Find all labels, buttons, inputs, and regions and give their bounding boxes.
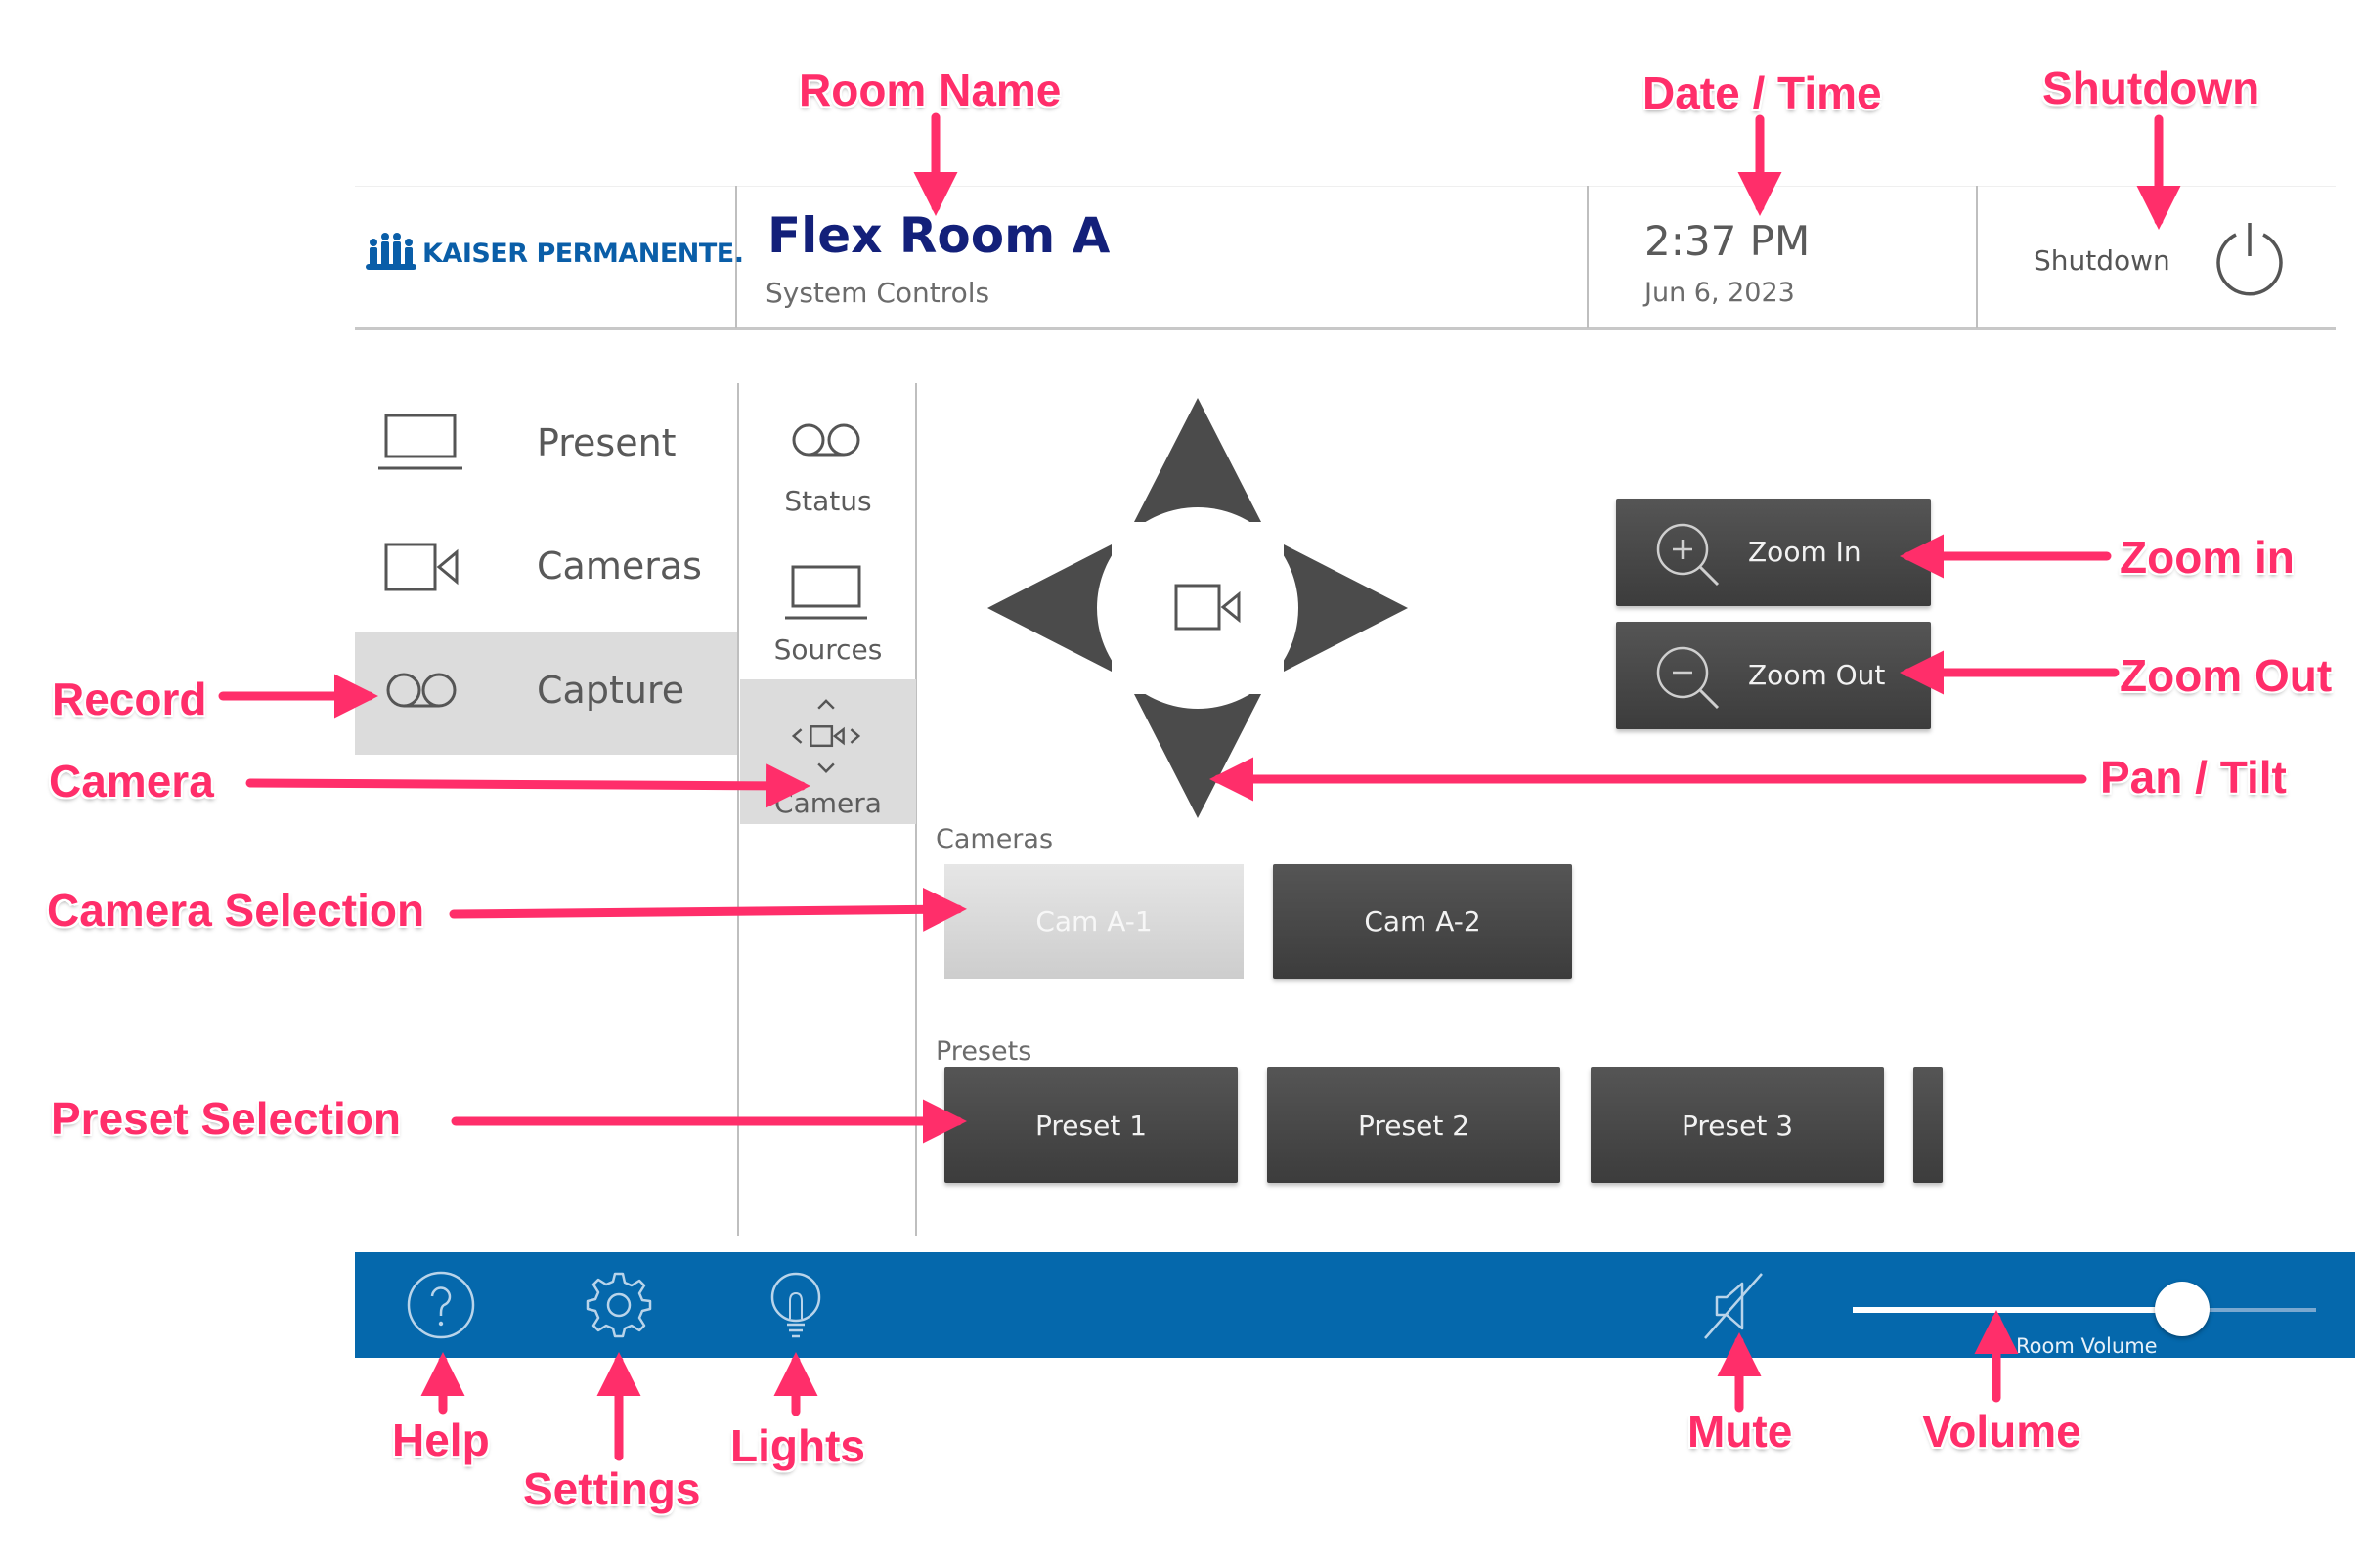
zoom-out-button[interactable]: Zoom Out [1616, 622, 1931, 729]
annotation-room-name: Room Name [799, 65, 1062, 115]
record-icon [792, 423, 860, 457]
camera-home-button[interactable] [1097, 507, 1298, 709]
preset-button[interactable]: Preset 3 [1591, 1067, 1884, 1183]
pan-right-arrow-icon[interactable] [1284, 544, 1408, 672]
camera-select-label: Cam A-1 [1035, 905, 1153, 937]
zoom-out-label: Zoom Out [1748, 659, 1886, 691]
footer-bar [355, 1252, 2355, 1358]
annotation-camera: Camera [49, 756, 214, 806]
camera-select-button[interactable]: Cam A-2 [1273, 864, 1572, 979]
annotation-zoom-out: Zoom Out [2120, 650, 2333, 701]
header-separator [1587, 186, 1589, 328]
lights-icon[interactable] [759, 1268, 833, 1342]
pan-tilt-pad[interactable] [983, 393, 1413, 823]
preset-label: Preset 1 [1034, 1109, 1148, 1142]
annotation-settings: Settings [523, 1463, 701, 1514]
laptop-icon [785, 565, 867, 620]
header-top-divider [355, 186, 2336, 187]
volume-fill [1853, 1307, 2182, 1313]
cameras-section-label: Cameras [936, 824, 1054, 854]
zoom-in-label: Zoom In [1748, 536, 1861, 568]
video-camera-icon [384, 543, 459, 591]
annotation-lights: Lights [730, 1420, 865, 1471]
subnav-label-sources: Sources [773, 633, 883, 666]
preset-button[interactable]: Preset 1 [944, 1067, 1238, 1183]
clock-time: 2:37 PM [1644, 217, 1811, 265]
laptop-icon [378, 414, 462, 470]
camera-select-button[interactable]: Cam A-1 [944, 864, 1244, 979]
room-name: Flex Room A [767, 207, 1111, 264]
camera-select-label: Cam A-2 [1364, 905, 1481, 937]
subnav-label-camera: Camera [774, 787, 882, 819]
zoom-in-button[interactable]: Zoom In [1616, 499, 1931, 606]
nav-item-present[interactable]: Present [355, 384, 738, 507]
annotation-record: Record [52, 674, 207, 724]
subnav-item-sources[interactable]: Sources [740, 540, 916, 684]
subnav-divider [915, 383, 917, 1236]
video-camera-icon [1174, 584, 1221, 631]
nav-label-capture: Capture [537, 669, 685, 712]
annotation-volume: Volume [1922, 1406, 2081, 1457]
preset-button-partial[interactable] [1913, 1067, 1943, 1183]
record-icon [386, 673, 457, 708]
annotation-date-time: Date / Time [1642, 67, 1882, 118]
zoom-in-icon [1656, 523, 1720, 587]
pan-tilt-icon [791, 699, 861, 773]
zoom-out-icon [1656, 646, 1720, 710]
header-divider [355, 327, 2336, 330]
subnav-item-camera[interactable]: Camera [740, 679, 916, 824]
preset-button[interactable]: Preset 2 [1267, 1067, 1560, 1183]
pan-left-arrow-icon[interactable] [987, 544, 1112, 672]
nav-item-cameras[interactable]: Cameras [355, 507, 738, 631]
annotation-camera-selection: Camera Selection [47, 885, 425, 936]
header-separator [735, 186, 737, 328]
subnav-item-status[interactable]: Status [740, 391, 916, 536]
nav-divider [737, 383, 739, 1236]
volume-slider-knob[interactable] [2155, 1282, 2210, 1336]
mute-icon[interactable] [1697, 1268, 1772, 1342]
nav-label-cameras: Cameras [537, 544, 702, 588]
logo-text: KAISER PERMANENTE. [422, 239, 744, 269]
preset-label: Preset 3 [1681, 1109, 1794, 1142]
annotation-pan-tilt: Pan / Tilt [2100, 752, 2287, 803]
volume-label: Room Volume [2016, 1334, 2158, 1358]
nav-item-capture[interactable]: Capture [355, 632, 738, 755]
room-subtitle: System Controls [766, 277, 990, 309]
power-icon[interactable] [2210, 217, 2290, 297]
annotation-shutdown: Shutdown [2042, 63, 2260, 113]
settings-icon[interactable] [582, 1268, 656, 1342]
shutdown-label: Shutdown [2034, 244, 2170, 277]
subnav-label-status: Status [784, 485, 872, 517]
clock-date: Jun 6, 2023 [1644, 278, 1795, 308]
annotation-mute: Mute [1687, 1406, 1793, 1457]
tilt-down-arrow-icon[interactable] [1134, 694, 1261, 818]
preset-label: Preset 2 [1357, 1109, 1470, 1142]
annotation-zoom-in: Zoom in [2120, 532, 2295, 583]
kaiser-logo-icon [366, 233, 416, 270]
tilt-up-arrow-icon[interactable] [1134, 398, 1261, 522]
header-separator [1976, 186, 1978, 328]
annotation-preset-selection: Preset Selection [51, 1093, 401, 1144]
help-icon[interactable] [404, 1268, 478, 1342]
nav-label-present: Present [537, 421, 677, 464]
annotation-help: Help [392, 1415, 490, 1465]
presets-section-label: Presets [936, 1036, 1032, 1067]
